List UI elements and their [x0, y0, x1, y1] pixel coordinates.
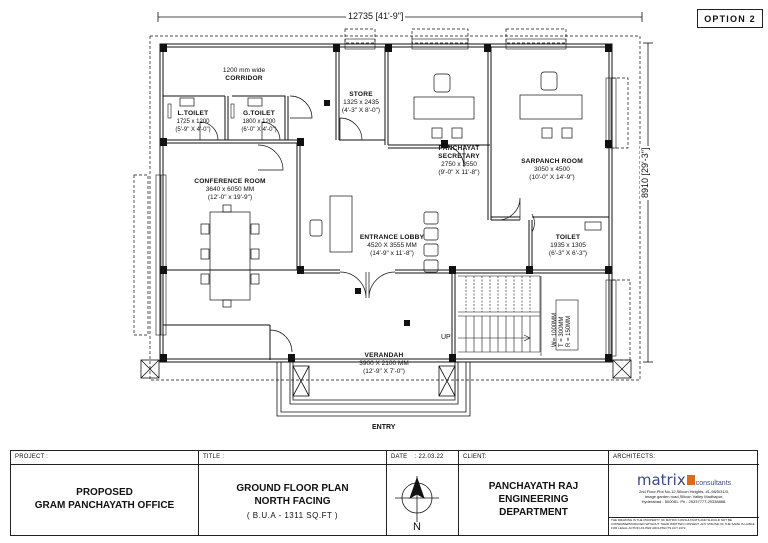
project-cell: PROJECT : PROPOSED GRAM PANCHAYATH OFFIC… — [11, 451, 199, 535]
toilet-label: TOILET 1935 x 1305 (6'-3" X 6'-3") — [548, 234, 588, 257]
firm-suffix: consultants — [695, 480, 732, 487]
stair-riser-spec: R = 150MM — [566, 315, 572, 347]
logo-mark-icon — [686, 475, 695, 485]
g-toilet-label: G.TOILET 1800 x 1200 (6'-0" X 4'-0") — [241, 110, 277, 133]
north-arrow-symbol — [395, 476, 439, 522]
title-cell: TITLE : GROUND FLOOR PLAN NORTH FACING (… — [199, 451, 387, 535]
project-line2: GRAM PANCHAYATH OFFICE — [34, 500, 175, 511]
date-value: : 22.03.22 — [414, 454, 444, 460]
title-line2: NORTH FACING — [254, 496, 331, 507]
stair-up-label: UP — [441, 334, 451, 341]
external-walls — [159, 43, 613, 363]
firm-address: 2nd Floor,Plot No-12,Silicon Heights, #1… — [609, 489, 759, 505]
corridor-label: 1200 mm wide CORRIDOR — [222, 67, 266, 82]
title-line1: GROUND FLOOR PLAN — [236, 483, 349, 494]
north-label: N — [413, 521, 421, 533]
client-line3: DEPARTMENT — [499, 507, 568, 518]
firm-logo: matrix consultants — [609, 471, 759, 490]
date-caption: DATE : 22.03.22 — [391, 454, 444, 460]
entry-label: ENTRY — [372, 424, 396, 431]
columns — [160, 44, 612, 362]
client-line2: ENGINEERING — [498, 494, 569, 505]
staircase — [458, 275, 579, 356]
entrance-lobby-label: ENTRANCE LOBBY 4520 X 3555 MM (14'-9" x … — [359, 234, 425, 257]
project-caption: PROJECT : — [15, 454, 49, 460]
title-caption: TITLE : — [203, 454, 225, 460]
disclaimer: THE DRAWING IS THE PROPERTY OF MATRIX CO… — [611, 518, 755, 530]
stair-specs: W= 1000MM T = 300MM R = 150MM — [552, 313, 573, 347]
store-label: STORE 1325 x 2435 (4'-3" X 8'-0") — [341, 91, 381, 114]
title-line3: ( B.U.A - 1311 SQ.FT ) — [246, 511, 339, 520]
date-cell: DATE : 22.03.22 N — [387, 451, 459, 535]
address-line2: Image garden road,Silicon Valley Madhapu… — [644, 494, 724, 500]
option-label: OPTION 2 — [697, 9, 763, 28]
project-line1: PROPOSED — [76, 487, 133, 498]
client-line1: PANCHAYATH RAJ — [488, 481, 579, 492]
sarpanch-room-label: SARPANCH ROOM 3050 x 4500 (10'-0" X 14'-… — [521, 158, 583, 181]
l-toilet-label: L.TOILET 1725 x 1200 (5'-9" X 4'-0") — [175, 110, 211, 133]
conference-room-label: CONFERENCE ROOM 3640 x 6050 MM (12'-0" x… — [194, 178, 266, 201]
address-line1: 2nd Floor,Plot No-12,Silicon Heights, #1… — [638, 489, 730, 494]
stair-width-spec: W= 1000MM — [552, 312, 558, 347]
address-line3: Hyderabad - 500081. Ph : 29337777,293388… — [641, 499, 727, 505]
windows — [155, 38, 617, 357]
verandah-label: VERANDAH 3900 X 2100 MM (12'-9" X 7'-0") — [359, 352, 409, 375]
client-cell: CLIENT: PANCHAYATH RAJ ENGINEERING DEPAR… — [459, 451, 609, 535]
overall-depth-dimension: 8910 [29'-3"] — [640, 145, 650, 200]
architects-caption: ARCHITECTS: — [613, 454, 656, 460]
furniture — [179, 71, 602, 308]
client-caption: CLIENT: — [463, 454, 487, 460]
stair-tread-spec: T = 300MM — [559, 316, 565, 347]
firm-name: matrix — [636, 471, 686, 489]
doors — [199, 95, 535, 353]
title-block: PROJECT : PROPOSED GRAM PANCHAYATH OFFIC… — [10, 450, 759, 536]
entry-steps — [140, 359, 632, 417]
internal-walls — [163, 47, 609, 360]
panchayat-secretary-label: PANCHAYAT SECRETARY 2750 x 3550 (9'-0" X… — [438, 145, 480, 176]
architects-cell: ARCHITECTS: matrix consultants 2nd Floor,… — [609, 451, 759, 535]
overall-width-dimension: 12735 [41'-9"] — [346, 11, 406, 21]
